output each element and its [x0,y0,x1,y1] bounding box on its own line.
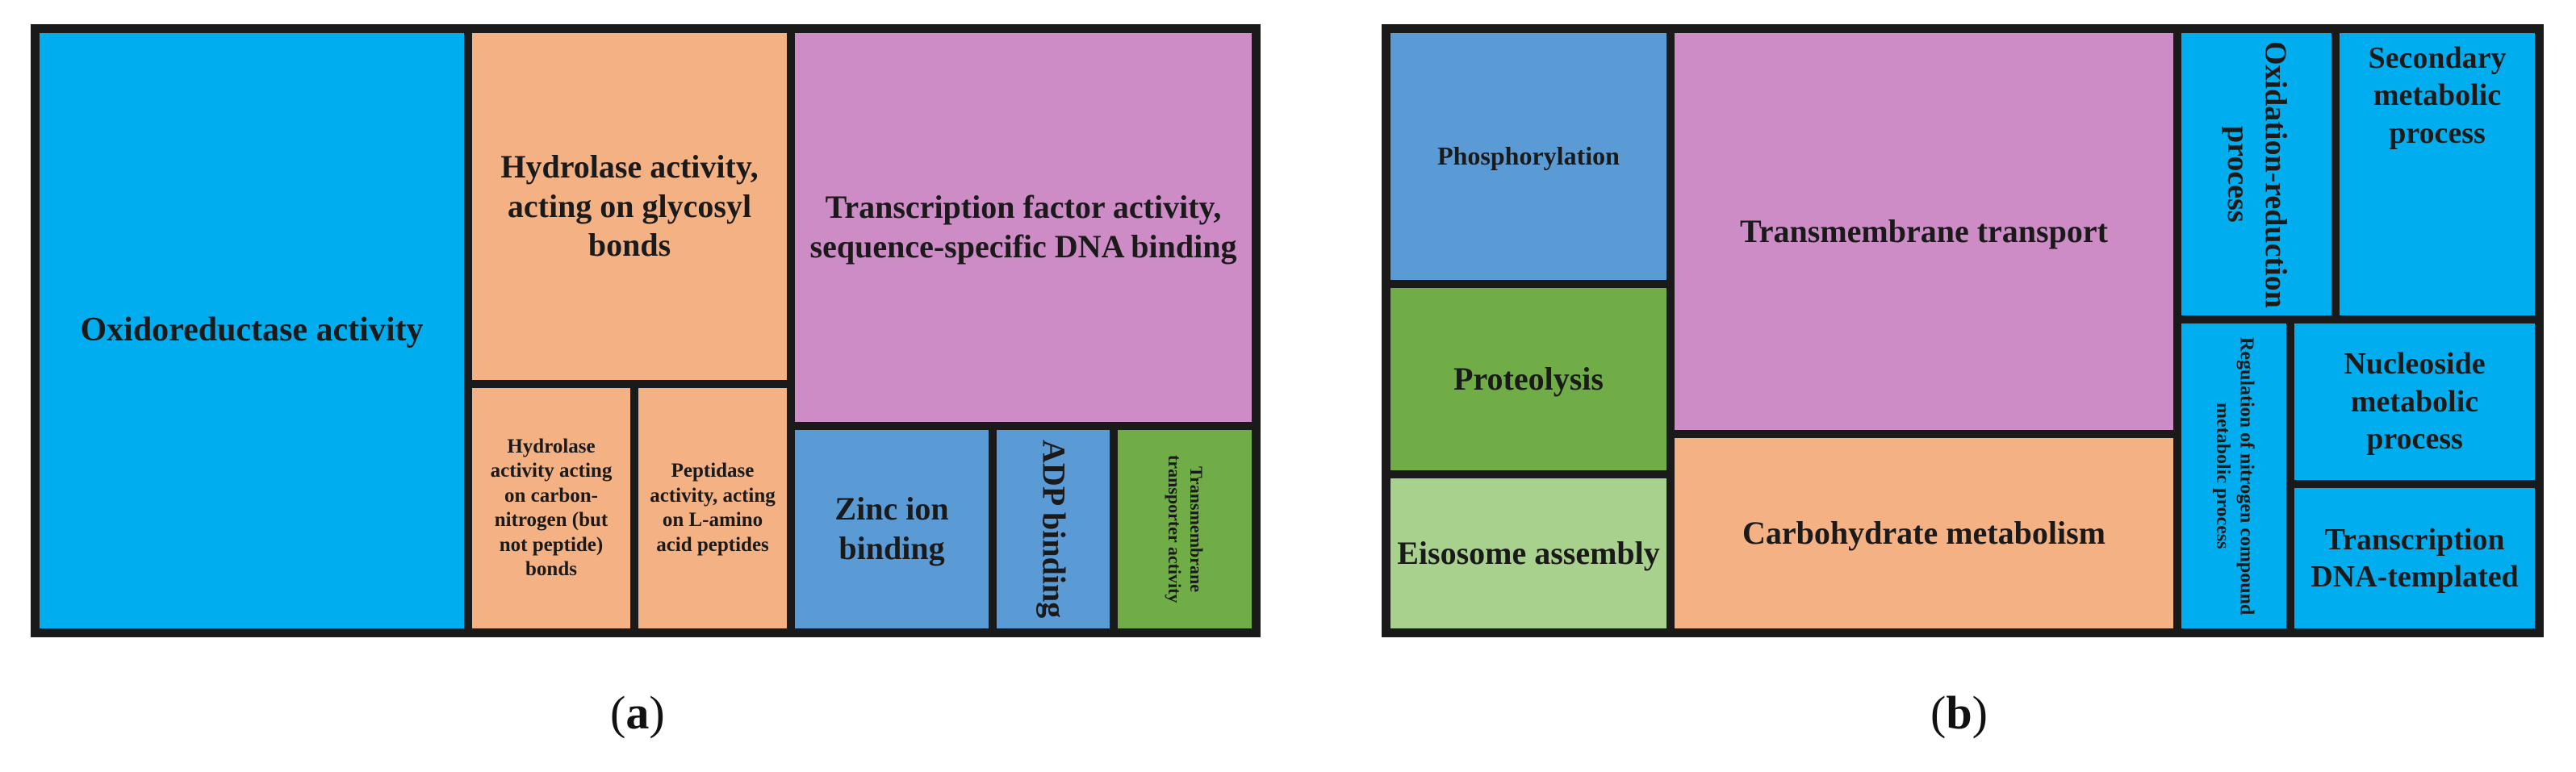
tile-label: Regulation of nitrogen compound metaboli… [2212,336,2257,616]
tile-label: Transmembrane transporter activity [1165,455,1206,603]
tile-secondary-metabolic-process: Secondary metabolic process [2336,29,2539,319]
tile-peptidase-activity: Peptidase activity, acting on L-amino ac… [634,384,791,632]
panel-label-b: b [1946,686,1972,739]
tile-label: Transmembrane transport [1740,212,2108,249]
tile-nucleoside-metabolic-process: Nucleoside metabolic process [2290,319,2539,484]
treemap-panel-b: Phosphorylation Proteolysis Eisosome ass… [1382,24,2544,637]
tile-label: Hydrolase activity, acting on glycosyl b… [500,148,759,264]
tile-carbohydrate-metabolism: Carbohydrate metabolism [1671,434,2177,632]
tile-label: Oxidoreductase activity [80,311,424,349]
tile-label: Secondary metabolic process [2368,41,2507,150]
tile-transmembrane-transport: Transmembrane transport [1671,29,2177,434]
tile-transcription-dna-templated: Transcription DNA-templated [2290,484,2539,632]
tile-transmembrane-transporter-activity: Transmembrane transporter activity [1114,426,1256,632]
treemap-panel-a: Oxidoreductase activity Hydrolase activi… [31,24,1261,637]
tile-label: ADP binding [1035,440,1073,619]
tile-eisosome-assembly: Eisosome assembly [1386,474,1671,632]
tile-label: Nucleoside metabolic process [2344,347,2486,457]
tile-label: Peptidase activity, acting on L-amino ac… [650,460,776,556]
tile-label: Hydrolase activity acting on carbon-nitr… [490,435,613,581]
tile-label: Transcription factor activity, sequence-… [809,189,1237,265]
tile-hydrolase-glycosyl: Hydrolase activity, acting on glycosyl b… [468,29,791,384]
tile-label: Carbohydrate metabolism [1742,514,2106,551]
tile-zinc-ion-binding: Zinc ion binding [791,426,993,632]
tile-transcription-factor-activity: Transcription factor activity, sequence-… [791,29,1256,426]
tile-label: Oxidation-reduction process [2221,40,2293,308]
tile-phosphorylation: Phosphorylation [1386,29,1671,284]
tile-label: Eisosome assembly [1397,534,1660,571]
tile-oxidoreductase-activity: Oxidoreductase activity [36,29,468,632]
tile-label: Proteolysis [1453,360,1604,397]
tile-oxidation-reduction-process: Oxidation-reduction process [2177,29,2336,319]
tile-label: Phosphorylation [1437,141,1620,171]
tile-regulation-of-nitrogen-compound-metabolic-process: Regulation of nitrogen compound metaboli… [2177,319,2290,632]
tile-label: Transcription DNA-templated [2310,522,2519,594]
panel-label-a: a [625,686,650,739]
tile-adp-binding: ADP binding [993,426,1114,632]
tile-label: Zinc ion binding [834,490,949,566]
tile-hydrolase-carbon-nitrogen: Hydrolase activity acting on carbon-nitr… [468,384,634,632]
tile-proteolysis: Proteolysis [1386,284,1671,474]
panel-caption-b: (b) [1930,686,1988,739]
panel-caption-a: (a) [610,686,665,739]
